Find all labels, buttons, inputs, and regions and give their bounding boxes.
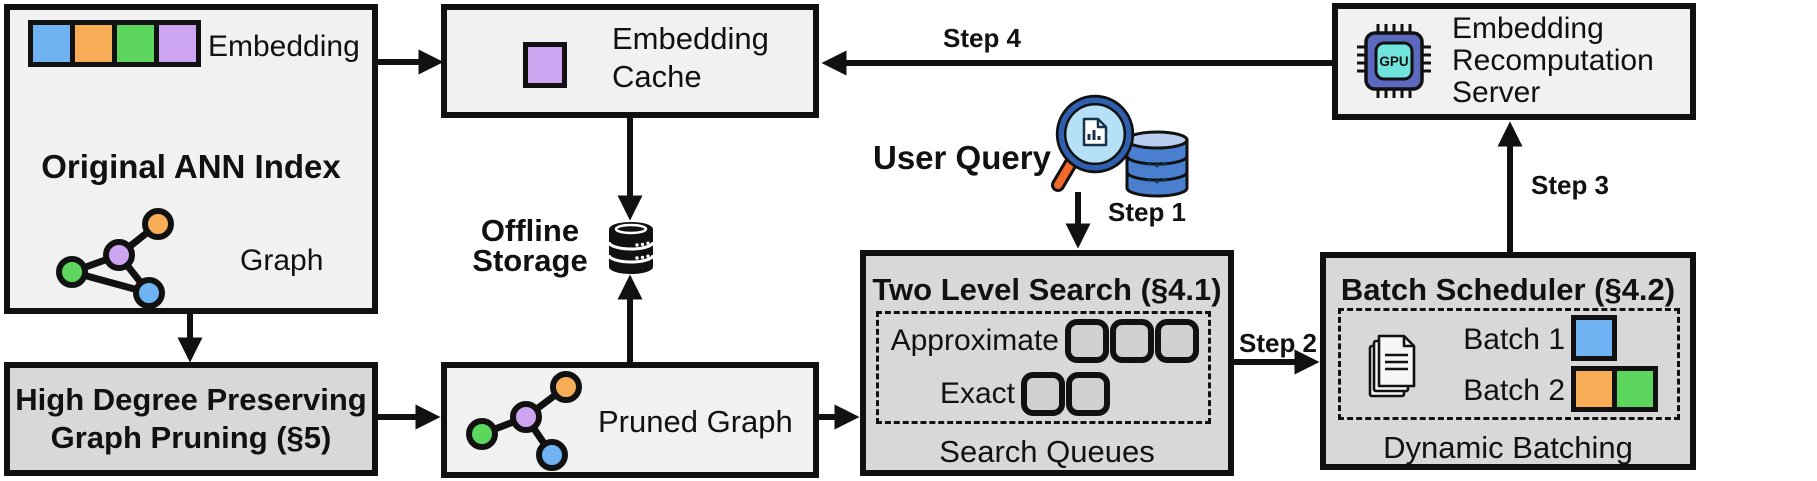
batch2-chips [1571, 366, 1658, 412]
queue-slot [1155, 319, 1199, 363]
color-chip-purple [159, 25, 196, 62]
server-title-line3: Server [1452, 76, 1541, 109]
graph-label: Graph [240, 244, 324, 277]
embedding-label: Embedding [208, 30, 360, 63]
batch-scheduler-title: Batch Scheduler (§4.2) [1340, 272, 1676, 307]
gpu-chip-icon: GPU [1357, 24, 1431, 98]
color-chip-blue [33, 25, 70, 62]
dynamic-batching-panel: Batch 1 Batch 2 [1338, 308, 1680, 420]
documents-icon [1368, 334, 1416, 398]
cache-title-line1: Embedding [612, 21, 769, 56]
pruned-graph-label: Pruned Graph [598, 404, 793, 439]
gpu-label: GPU [1379, 54, 1408, 69]
queue-slot [1066, 372, 1110, 416]
batch2-label: Batch 2 [1463, 374, 1565, 407]
original-ann-index-box: Embedding Original ANN Index Graph [4, 4, 378, 314]
search-queues-footer: Search Queues [939, 434, 1155, 469]
ann-graph-illustration [56, 208, 174, 309]
database-icon [607, 222, 655, 274]
offline-storage-label: Offline Storage [472, 213, 588, 278]
recomputation-server-box: GPU Embedding Recomputation Server [1332, 3, 1696, 120]
step4-label: Step 4 [942, 23, 1022, 53]
server-title-line1: Embedding [1452, 12, 1604, 45]
server-title-line2: Recomputation [1452, 44, 1654, 77]
pruning-title-line1: High Degree Preserving [15, 382, 367, 417]
step1-label: Step 1 [1107, 197, 1187, 227]
queue-slot [1110, 319, 1154, 363]
exact-label: Exact [939, 377, 1015, 410]
embedding-cache-box: Embedding Cache [441, 4, 819, 118]
step2-label: Step 2 [1238, 328, 1318, 358]
queue-slot [1021, 372, 1065, 416]
search-queues-panel: Approximate Exact [876, 311, 1211, 424]
exact-queues [1021, 372, 1110, 416]
graph-pruning-box: High Degree Preserving Graph Pruning (§5… [4, 362, 378, 476]
queue-slot [1065, 319, 1109, 363]
cache-title-line2: Cache [612, 59, 702, 94]
pruning-title-line2: Graph Pruning (§5) [50, 420, 332, 455]
embedding-vector-strip [28, 20, 201, 67]
approximate-label: Approximate [890, 324, 1059, 357]
user-query-label: User Query [873, 139, 1051, 176]
batch1-label: Batch 1 [1463, 323, 1565, 356]
color-chip-green [117, 25, 154, 62]
color-chip-orange [75, 25, 112, 62]
cached-embedding-square [523, 42, 567, 88]
step3-label: Step 3 [1530, 170, 1610, 200]
approximate-queues [1065, 319, 1199, 363]
color-chip-orange [1576, 371, 1612, 407]
color-chip-blue [1576, 320, 1612, 356]
batch1-chips [1571, 315, 1617, 361]
dynamic-batching-footer: Dynamic Batching [1383, 430, 1633, 465]
color-chip-green [1617, 371, 1653, 407]
pruned-graph-box: Pruned Graph [441, 362, 819, 478]
pruned-graph-illustration [466, 371, 582, 471]
original-ann-index-title: Original ANN Index [41, 148, 341, 185]
two-level-search-box: Two Level Search (§4.1) Approximate Exac… [860, 250, 1234, 476]
magnifier-database-icon [1051, 94, 1189, 198]
batch-scheduler-box: Batch Scheduler (§4.2) Batch 1 Batch 2 D… [1320, 252, 1696, 470]
two-level-search-title: Two Level Search (§4.1) [872, 272, 1222, 307]
